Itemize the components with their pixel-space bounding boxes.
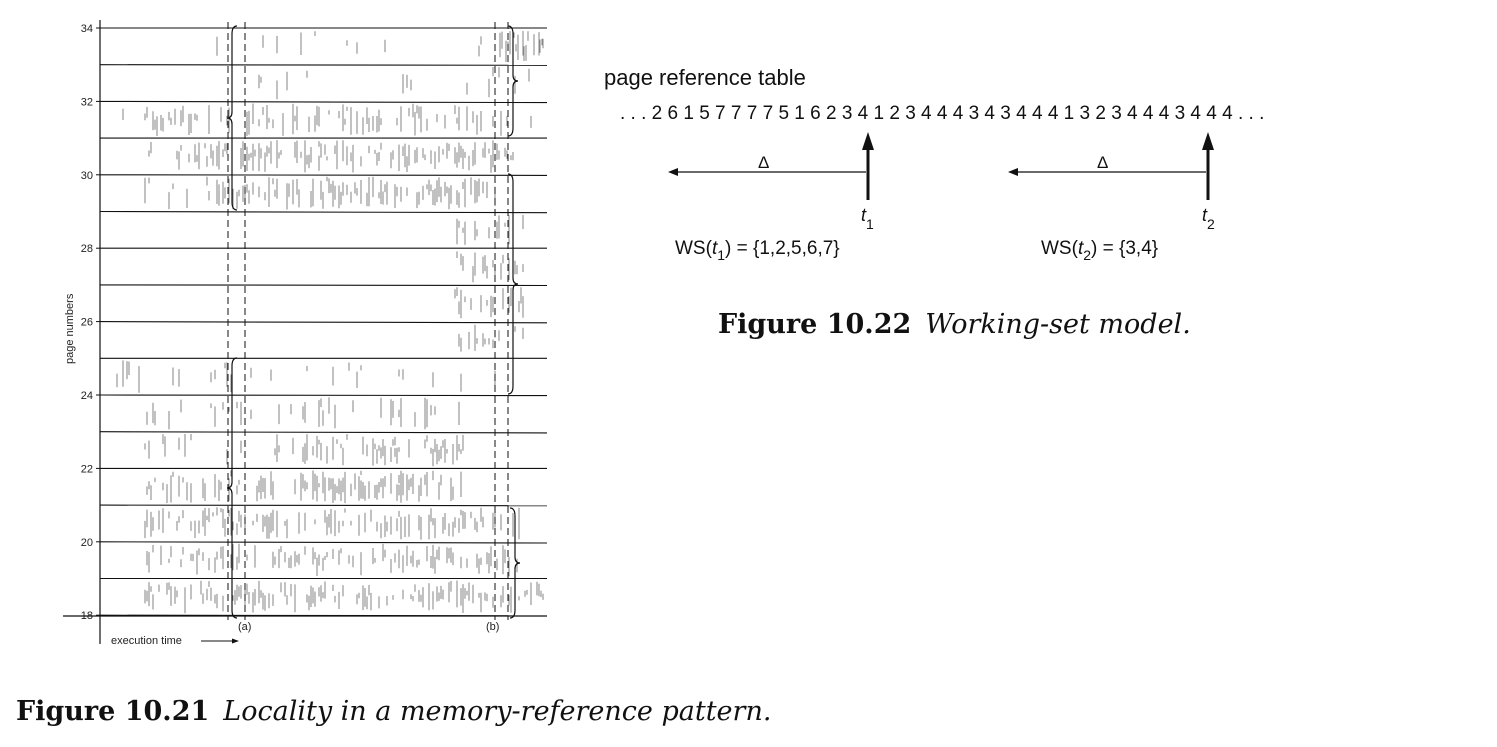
page-line — [99, 284, 548, 287]
delta-label-1: Δ — [758, 153, 769, 172]
y-tick-label: 24 — [81, 390, 93, 402]
y-tick-label: 34 — [81, 23, 93, 35]
y-tick-labels: 34 32 30 28 26 24 22 20 18 — [81, 23, 100, 622]
page-line — [99, 504, 548, 507]
figure-10-21-caption: Figure 10.21 Locality in a memory-referen… — [16, 696, 771, 727]
t1-label: t1 — [861, 205, 874, 232]
locality-braces — [226, 25, 521, 619]
x-axis-label: execution time — [111, 635, 182, 647]
page-grid-lines — [99, 27, 548, 617]
delta-window-2-arrowhead — [1008, 168, 1018, 176]
brace-a-upper — [226, 25, 238, 211]
x-axis-arrowhead — [232, 638, 239, 644]
brace-b-middle — [507, 173, 519, 395]
y-tick-label: 30 — [81, 170, 93, 182]
delta-window-1-arrowhead — [668, 168, 678, 176]
marker-b: (b) — [486, 621, 499, 633]
working-set-diagram: page reference table . . . 2 6 1 5 7 7 7… — [604, 65, 1264, 263]
delta-label-2: Δ — [1097, 153, 1108, 172]
page-line — [99, 431, 548, 434]
y-tick-label: 22 — [81, 463, 93, 475]
ws-t2: WS(t2) = {3,4} — [1041, 238, 1158, 263]
t2-arrowhead — [1202, 132, 1214, 150]
brace-b-upper — [507, 25, 519, 137]
reference-tick-marks — [116, 31, 544, 614]
caption-text: Working-set model. — [925, 309, 1191, 340]
brace-a-lower — [226, 357, 238, 619]
reference-table-heading: page reference table — [604, 65, 806, 90]
y-tick-label: 28 — [81, 243, 93, 255]
svg-text:page numbers: page numbers — [64, 293, 76, 364]
page-line — [99, 174, 548, 176]
ws-t1: WS(t1) = {1,2,5,6,7} — [675, 238, 840, 263]
caption-text: Locality in a memory-reference pattern. — [223, 696, 772, 727]
page-line — [99, 321, 548, 324]
y-tick-label: 32 — [81, 96, 93, 108]
locality-dashed-lines — [227, 22, 509, 620]
t1-arrowhead — [862, 132, 874, 150]
page-line — [99, 541, 548, 544]
page-line — [99, 614, 548, 617]
y-axis-label: page numbers — [64, 293, 76, 364]
reference-string: . . . 2 6 1 5 7 7 7 7 5 1 6 2 3 4 1 2 3 … — [620, 103, 1264, 124]
caption-number: Figure 10.22 — [718, 309, 912, 340]
marker-a: (a) — [238, 621, 251, 633]
page-line — [99, 100, 548, 104]
t2-label: t2 — [1202, 205, 1215, 232]
y-tick-label: 18 — [81, 610, 93, 622]
y-tick-label: 20 — [81, 537, 93, 549]
page-line — [99, 210, 548, 214]
figure-10-22-caption: Figure 10.22 Working-set model. — [718, 309, 1191, 340]
page-line — [99, 394, 548, 397]
y-tick-label: 26 — [81, 317, 93, 329]
caption-number: Figure 10.21 — [16, 696, 210, 727]
reference-marks — [116, 31, 544, 614]
brace-b-lower — [509, 507, 521, 619]
page-line — [99, 64, 548, 66]
